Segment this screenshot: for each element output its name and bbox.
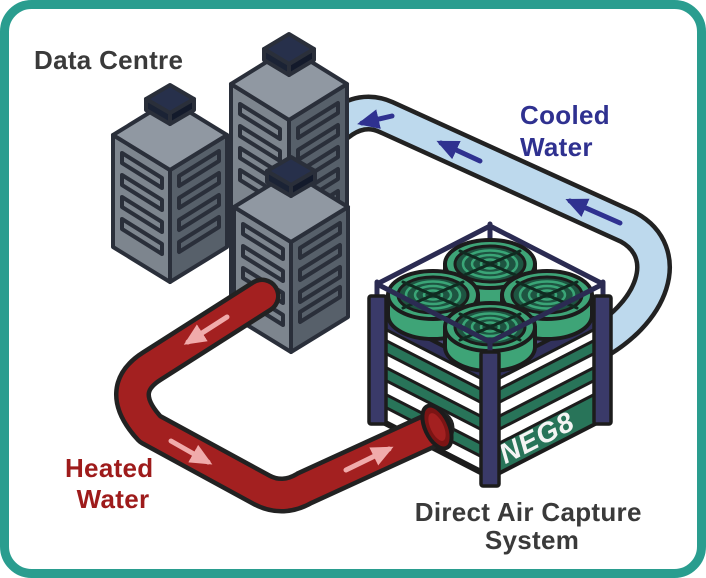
fan-ring bbox=[413, 284, 453, 306]
flow-arrow bbox=[343, 446, 394, 473]
cooled-water-line1: Cooled bbox=[520, 100, 610, 130]
fan-ring bbox=[536, 289, 558, 301]
vent-slat bbox=[296, 123, 340, 162]
frame-post bbox=[479, 350, 501, 488]
vent-slat bbox=[298, 243, 342, 282]
fan-ring bbox=[422, 289, 444, 301]
vent-slat bbox=[120, 151, 164, 190]
frame-post bbox=[367, 294, 388, 426]
vent-slat bbox=[120, 217, 164, 256]
cooled-water-pipe bbox=[301, 94, 672, 367]
flow-arrow bbox=[168, 438, 213, 465]
flange-inner-ring bbox=[428, 413, 446, 441]
vent-slat bbox=[241, 244, 285, 283]
cooled-flow-arrows bbox=[357, 109, 623, 226]
roof-cap bbox=[144, 83, 196, 126]
pipe-flange bbox=[420, 403, 454, 451]
cooled-water-line2: Water bbox=[520, 132, 593, 162]
roof-cap-top bbox=[262, 32, 316, 66]
vent-slat bbox=[238, 102, 282, 141]
fan-ring bbox=[527, 284, 567, 306]
cooled-water-label: Cooled Water bbox=[520, 100, 617, 162]
heated-water-line1: Heated bbox=[65, 453, 154, 483]
heated-flow-arrows bbox=[168, 314, 394, 473]
vent-slat bbox=[177, 149, 221, 188]
vent-slat bbox=[177, 215, 221, 254]
roof-cap-top bbox=[144, 83, 196, 115]
flow-arrow bbox=[565, 198, 623, 226]
dac-label-line2: System bbox=[485, 525, 579, 555]
fan-cross bbox=[458, 312, 522, 342]
roof-cap bbox=[262, 32, 316, 77]
roof-cap-top bbox=[265, 155, 317, 187]
flow-arrow bbox=[183, 314, 230, 345]
fan-ring bbox=[470, 253, 510, 275]
roof-cap bbox=[265, 155, 317, 198]
vent-slat bbox=[177, 171, 221, 210]
fan-ring bbox=[479, 258, 501, 270]
dac-label-line1: Direct Air Capture bbox=[415, 497, 642, 527]
vent-slat bbox=[120, 173, 164, 212]
vent-slat bbox=[120, 195, 164, 234]
server-tower-left bbox=[111, 83, 229, 284]
flow-arrow bbox=[357, 109, 395, 129]
vent-slat bbox=[298, 265, 342, 304]
dac-unit: NEG8 bbox=[367, 221, 613, 488]
fan-ring bbox=[461, 249, 519, 279]
heated-pipe bbox=[118, 282, 450, 509]
flow-arrow bbox=[436, 140, 483, 164]
frame-post bbox=[592, 294, 613, 426]
fan-unit bbox=[443, 238, 537, 310]
fan-cross bbox=[458, 249, 522, 279]
vent-slat bbox=[241, 222, 285, 261]
fan-cross bbox=[401, 280, 465, 310]
vent-slat bbox=[296, 101, 340, 140]
fan-ring bbox=[518, 280, 576, 310]
heated-water-pipe bbox=[114, 277, 455, 514]
vent-slat bbox=[238, 124, 282, 163]
heated-water-label: Heated Water bbox=[65, 453, 161, 514]
dac-label: Direct Air Capture System bbox=[415, 497, 649, 555]
tower-top-face bbox=[232, 170, 350, 244]
cooled-pipe bbox=[306, 99, 668, 362]
rail-bar bbox=[374, 223, 606, 287]
rail-bar bbox=[374, 281, 606, 345]
data-centre-label: Data Centre bbox=[34, 45, 183, 75]
fan-ring bbox=[404, 280, 462, 310]
vent-slats bbox=[120, 149, 221, 256]
fan-ring bbox=[479, 321, 501, 333]
vent-slat bbox=[177, 193, 221, 232]
heated-water-line2: Water bbox=[77, 484, 150, 514]
vent-slat bbox=[298, 221, 342, 260]
server-tower-front bbox=[232, 155, 350, 354]
fan-ring bbox=[470, 316, 510, 338]
tower-top-face bbox=[111, 98, 229, 172]
tower-top-face bbox=[229, 46, 349, 122]
vent-slat bbox=[298, 285, 342, 324]
